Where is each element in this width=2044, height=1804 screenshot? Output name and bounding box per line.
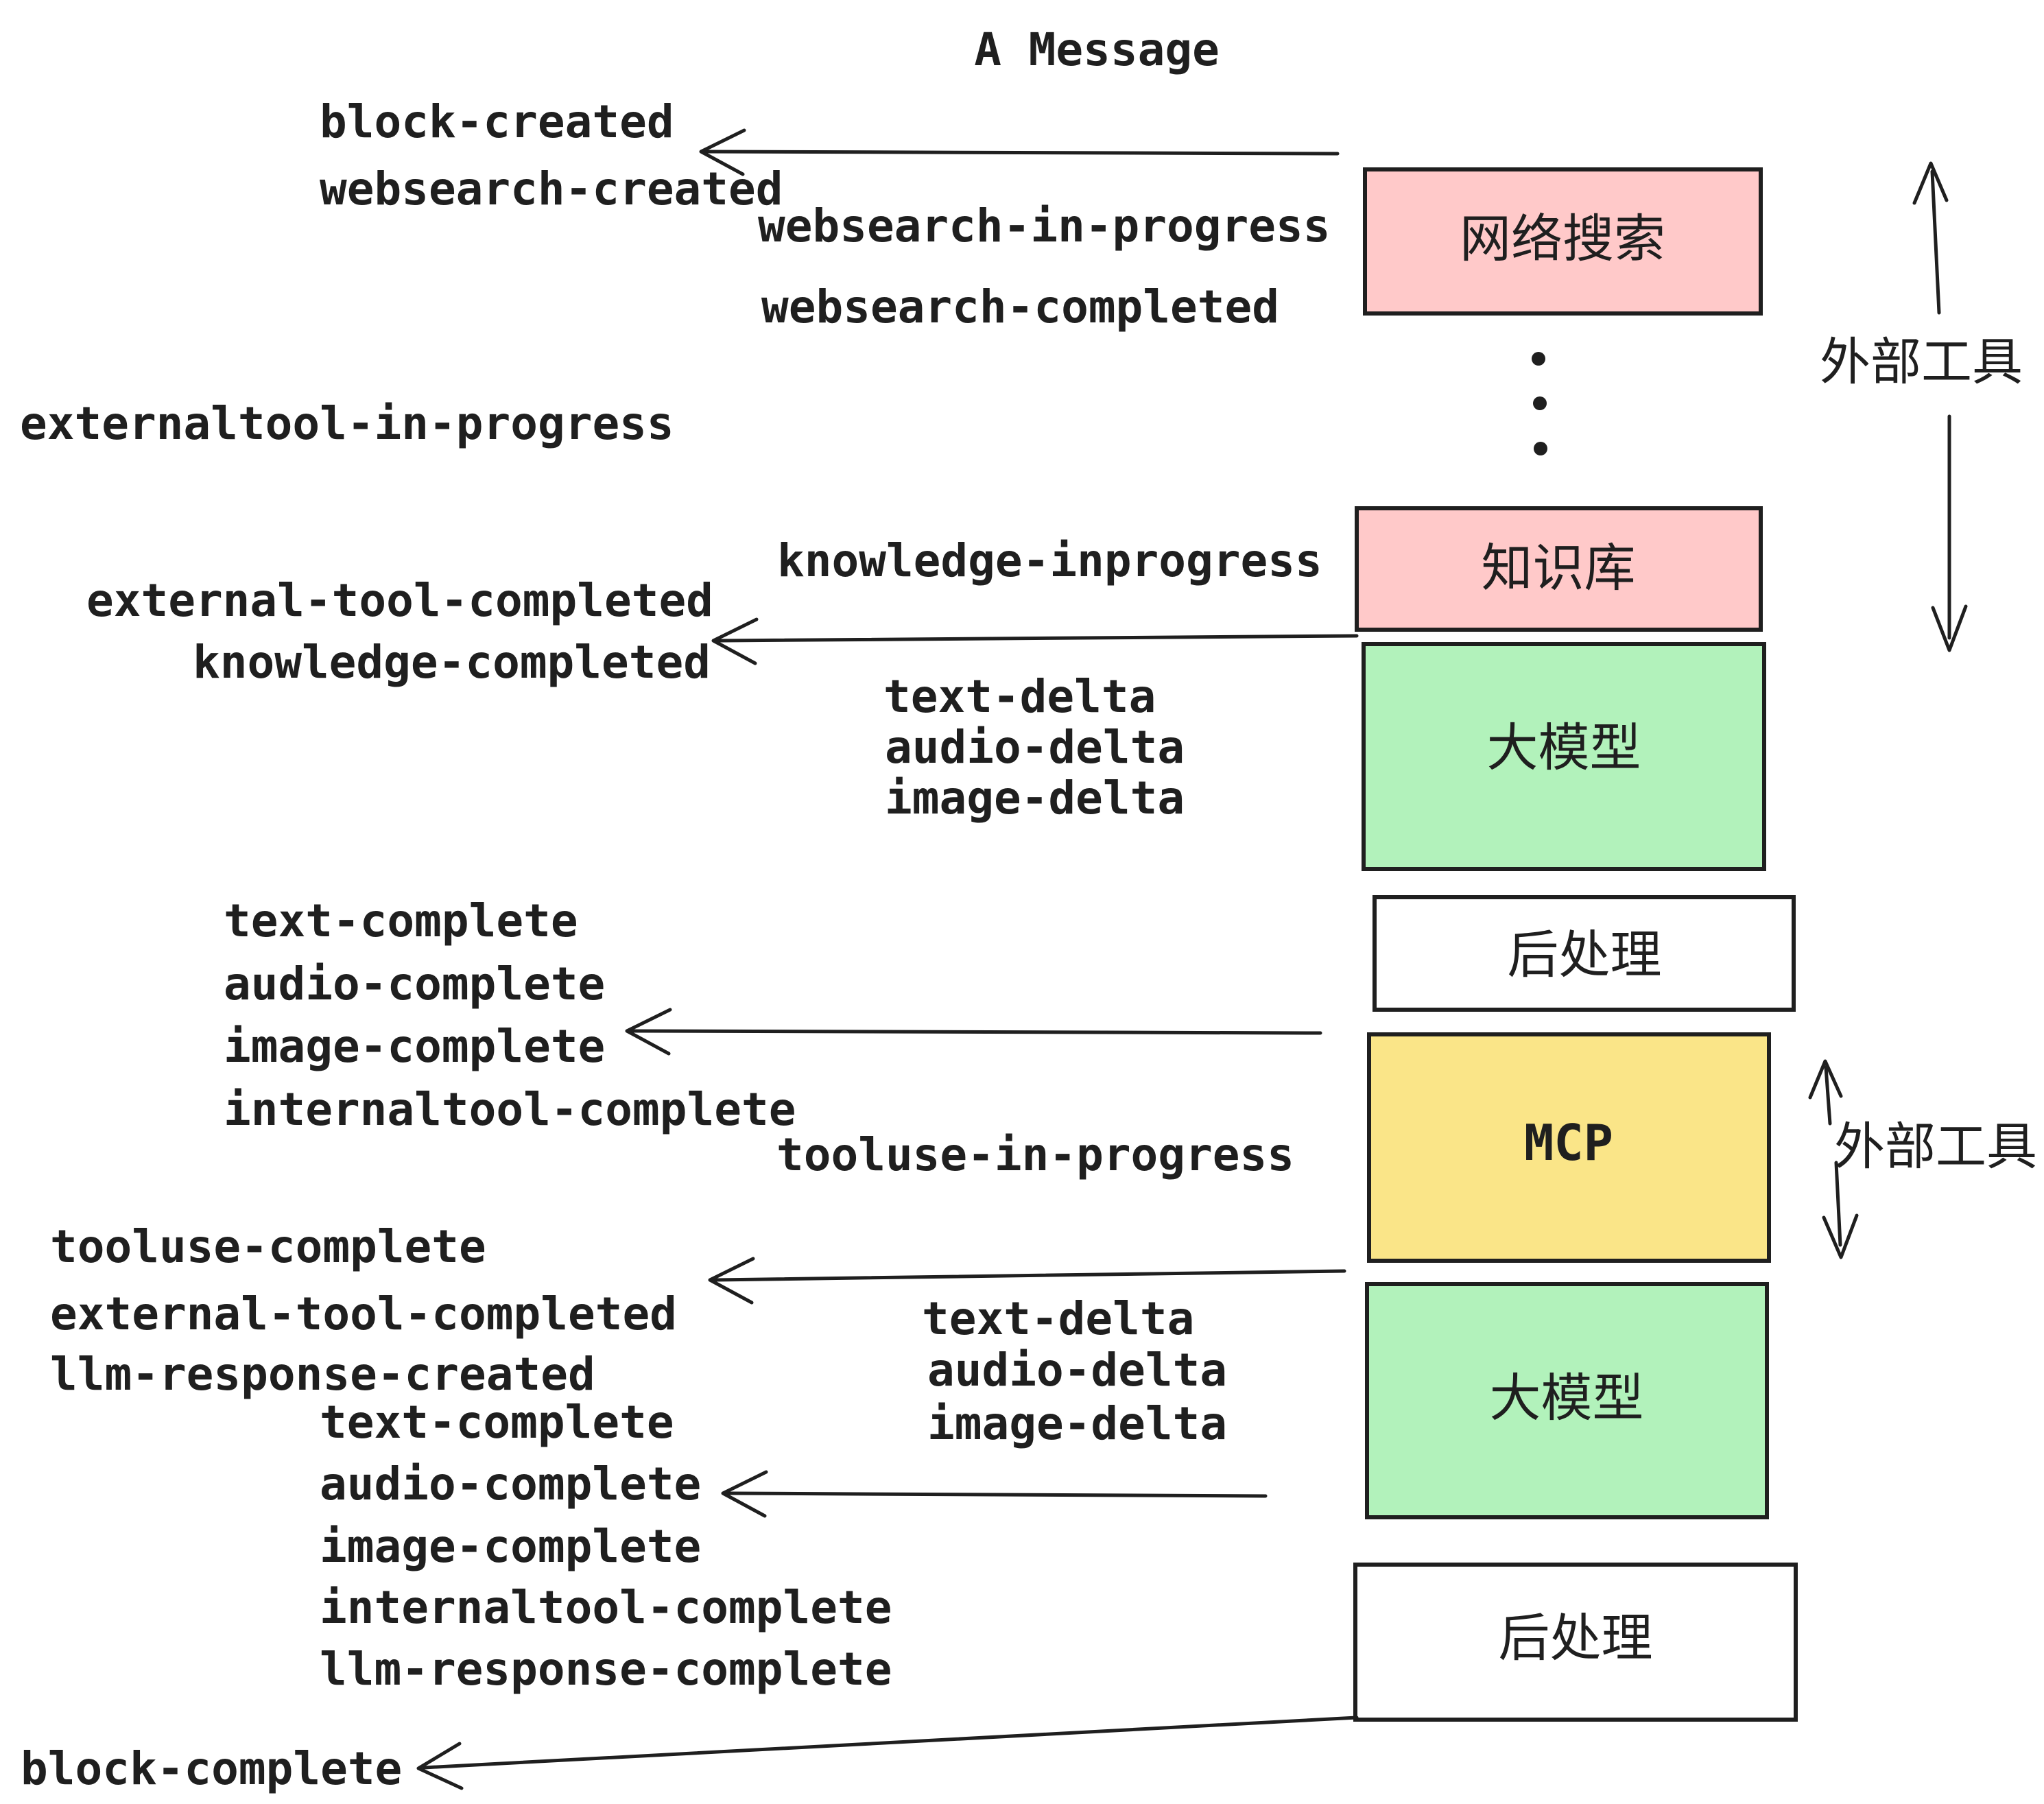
event-image-delta-2: image-delta (927, 1397, 1227, 1450)
event-block-complete: block-complete (21, 1742, 402, 1795)
event-image-delta-1: image-delta (885, 772, 1185, 824)
event-text-complete-1: text-complete (224, 894, 578, 947)
box-llm-1-rect (1362, 642, 1766, 871)
box-mcp: MCP (1367, 1032, 1771, 1263)
box-llm-1-label: 大模型 (1486, 717, 1641, 778)
diagram-title: A Message (974, 23, 1220, 76)
event-text-delta-1: text-delta (883, 670, 1156, 723)
arrow-to-websearch-created (699, 128, 1340, 176)
event-internaltool-complete-2: internaltool-complete (320, 1581, 892, 1634)
vertical-ellipsis-icon (1532, 352, 1547, 455)
event-image-complete-1: image-complete (224, 1020, 605, 1073)
arrow-line (713, 1269, 1346, 1282)
arrow-head-down-icon (1931, 604, 1968, 652)
box-postprocess-2-rect (1353, 1563, 1798, 1722)
arrow-head-icon (625, 1008, 672, 1056)
arrow-line (1834, 1161, 1842, 1247)
box-mcp-label: MCP (1524, 1114, 1613, 1172)
arrow-line (1824, 1065, 1832, 1126)
arrow-line (704, 150, 1340, 156)
event-internaltool-complete-1: internaltool-complete (224, 1083, 796, 1136)
event-block-created: block-created (320, 95, 674, 148)
arrow-to-knowledge-completed (711, 617, 1359, 665)
box-knowledge-rect (1355, 506, 1763, 632)
arrow-head-icon (416, 1742, 464, 1790)
event-websearch-in-progress: websearch-in-progress (758, 200, 1330, 252)
arrow-line (1930, 169, 1941, 315)
box-postprocess-1: 后处理 (1372, 895, 1796, 1012)
arrow-head-down-icon (1822, 1213, 1859, 1259)
ellipsis-dot (1534, 442, 1547, 455)
box-postprocess-2-label: 后处理 (1498, 1608, 1652, 1668)
arrow-to-audio-complete (721, 1470, 1268, 1518)
external-tools-top-label: 外部工具 (1820, 333, 2023, 392)
arrow-line (717, 634, 1359, 643)
box-websearch: 网络搜索 (1363, 167, 1763, 316)
box-llm-1: 大模型 (1362, 642, 1766, 871)
arrow-head-icon (721, 1470, 768, 1518)
event-tooluse-complete: tooluse-complete (50, 1220, 486, 1273)
arrow-head-icon (708, 1257, 755, 1305)
external-tools-span-top: 外部工具 (1820, 161, 2023, 652)
event-text-complete-2: text-complete (320, 1396, 674, 1449)
box-websearch-label: 网络搜索 (1460, 209, 1665, 269)
arrow-to-block-complete (416, 1716, 1359, 1790)
event-audio-complete-2: audio-complete (320, 1458, 701, 1510)
event-audio-complete-1: audio-complete (224, 958, 605, 1010)
event-knowledge-inprogress: knowledge-inprogress (777, 534, 1322, 587)
box-knowledge-label: 知识库 (1481, 538, 1635, 598)
ellipsis-dot (1532, 352, 1545, 366)
external-tools-span-mcp: 外部工具 (1808, 1059, 2037, 1259)
event-llm-response-created: llm-response-created (50, 1348, 595, 1401)
box-llm-2-rect (1365, 1282, 1769, 1519)
event-knowledge-completed: knowledge-completed (193, 636, 711, 689)
event-externaltool-in-progress: externaltool-in-progress (20, 397, 674, 450)
event-external-tool-completed-1: external-tool-completed (86, 574, 713, 627)
box-postprocess-1-label: 后处理 (1507, 925, 1661, 985)
arrow-to-image-complete (625, 1008, 1322, 1056)
event-image-complete-2: image-complete (320, 1520, 701, 1573)
event-tooluse-in-progress: tooluse-in-progress (776, 1128, 1294, 1181)
event-websearch-created: websearch-created (320, 163, 783, 215)
event-llm-response-complete: llm-response-complete (320, 1643, 892, 1696)
box-knowledge: 知识库 (1355, 506, 1763, 632)
box-mcp-rect (1367, 1032, 1771, 1263)
event-websearch-completed: websearch-completed (761, 281, 1279, 333)
arrow-to-external-tool-completed (708, 1257, 1346, 1305)
arrow-line (726, 1491, 1268, 1498)
event-audio-delta-1: audio-delta (885, 721, 1185, 774)
box-llm-2: 大模型 (1365, 1282, 1769, 1519)
box-postprocess-1-rect (1372, 895, 1796, 1012)
box-llm-2-label: 大模型 (1489, 1368, 1643, 1428)
arrow-line (630, 1029, 1322, 1035)
event-text-delta-2: text-delta (922, 1292, 1194, 1345)
event-audio-delta-2: audio-delta (927, 1344, 1227, 1397)
arrow-head-icon (711, 617, 759, 665)
arrow-head-icon (699, 128, 746, 176)
box-websearch-rect (1363, 167, 1763, 316)
event-external-tool-completed-2: external-tool-completed (50, 1287, 677, 1340)
external-tools-mcp-label: 外部工具 (1834, 1117, 2037, 1176)
arrow-head-up-icon (1808, 1059, 1843, 1100)
arrow-head-up-icon (1912, 161, 1949, 205)
ellipsis-dot (1533, 396, 1547, 410)
box-postprocess-2: 后处理 (1353, 1563, 1798, 1722)
arrow-line (422, 1716, 1359, 1770)
